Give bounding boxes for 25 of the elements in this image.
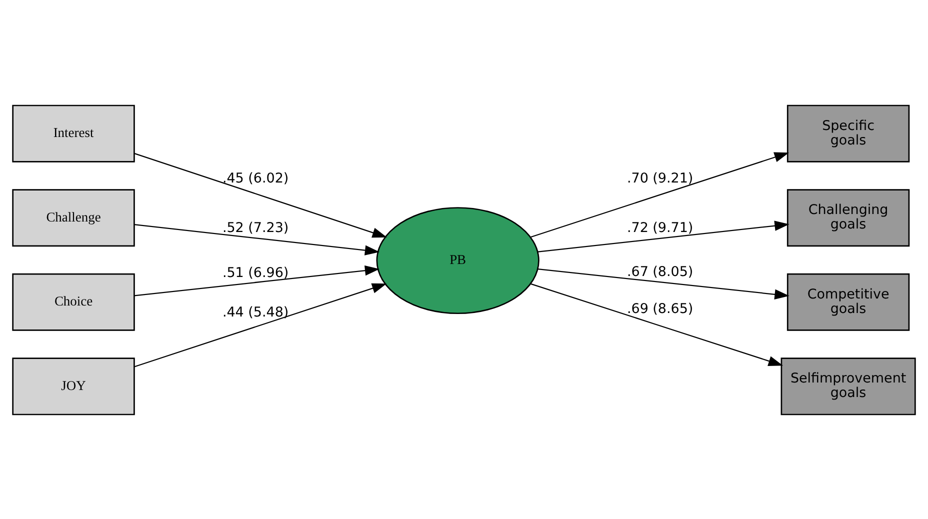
- arrow: [134, 223, 380, 255]
- arrow: [134, 282, 387, 367]
- arrow: [530, 152, 789, 238]
- node-box: Interest: [12, 104, 135, 162]
- arrow: [538, 268, 790, 299]
- arrow: [134, 264, 380, 296]
- edge-label: .69 (8.65): [626, 300, 694, 316]
- arrow: [530, 282, 784, 366]
- node-box: Challenging goals: [786, 188, 910, 246]
- edge-label: .52 (7.23): [222, 220, 289, 236]
- arrow: [134, 152, 388, 238]
- edge-label: .67 (8.05): [626, 263, 694, 280]
- edge-label: .72 (9.71): [626, 220, 694, 236]
- node-box: Specific goals: [786, 104, 910, 162]
- arrow: [538, 220, 790, 252]
- edge-label: .51 (6.96): [222, 264, 289, 280]
- node-box: Choice: [12, 272, 135, 330]
- node-box: Challenge: [12, 188, 135, 246]
- edge-label: .45 (6.02): [222, 170, 289, 186]
- node-ellipse: PB: [376, 206, 540, 314]
- edge-label: .70 (9.21): [626, 170, 694, 186]
- node-box: JOY: [12, 357, 135, 415]
- node-box: Selfimprovement goals: [780, 357, 916, 415]
- node-box: Competitive goals: [786, 272, 910, 330]
- edge-label: .44 (5.48): [222, 304, 289, 320]
